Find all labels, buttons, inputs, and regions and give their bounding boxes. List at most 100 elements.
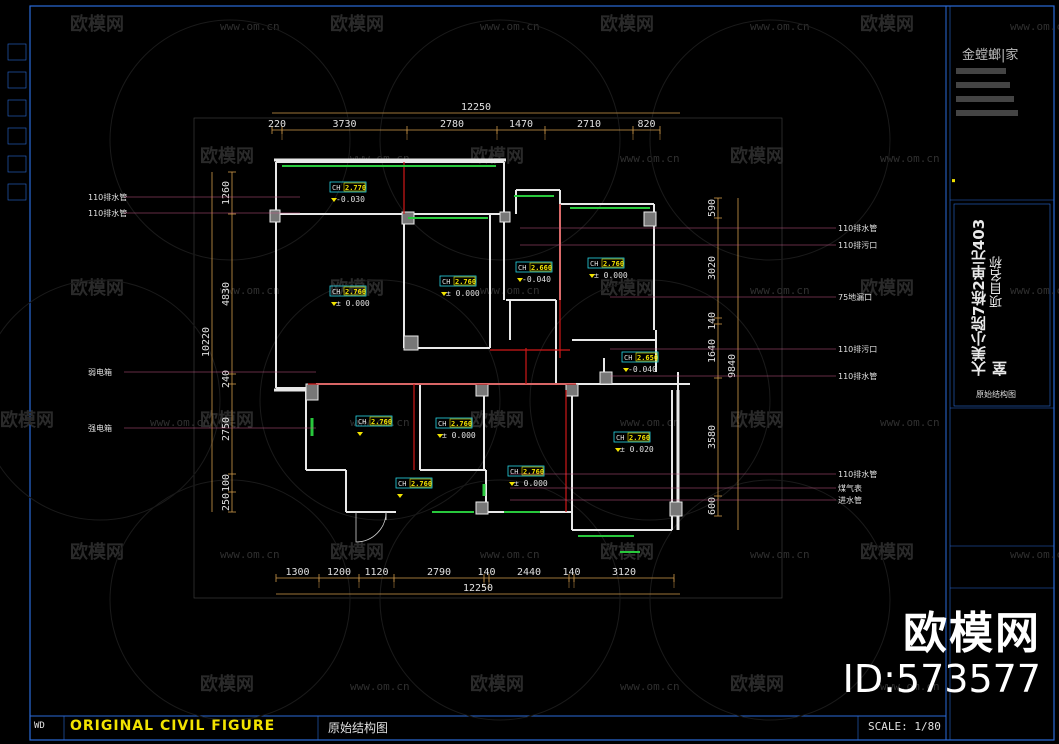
watermark-arc [259, 279, 501, 521]
dim-left-value: 250 [221, 493, 232, 511]
ch-tag-label: CH [332, 288, 340, 296]
watermark-brand-tile: 欧模网 [600, 13, 654, 35]
dim-top-value: 2780 [440, 119, 464, 130]
watermark-brand-tile: 欧模网 [70, 277, 124, 299]
leader-label-right: 110排水管 [838, 223, 877, 233]
dim-bottom-value: 140 [562, 567, 580, 578]
watermark-url-tile: www.om.cn [1010, 20, 1059, 33]
dim-top-value: 220 [268, 119, 286, 130]
watermark-brand-tile: 欧模网 [860, 541, 914, 563]
ch-tag-value-box [449, 418, 472, 428]
ch-tag-marker [615, 448, 621, 452]
watermark-brand-tile: 欧模网 [200, 673, 254, 695]
legend-box [7, 43, 27, 61]
tb-dot: ■ [952, 178, 955, 184]
watermark-arc [379, 479, 621, 721]
ch-tag-marker [331, 302, 337, 306]
ch-tag-value: 2.760 [603, 260, 624, 268]
watermark-brand-tile: 欧模网 [860, 13, 914, 35]
ch-tag-value-box [635, 352, 658, 362]
watermark-arc [109, 479, 351, 721]
column [305, 383, 319, 401]
ch-tag-value: 2.760 [455, 278, 476, 286]
leader-label-right: 110排水管 [838, 469, 877, 479]
watermark-url-tile: www.om.cn [220, 20, 280, 33]
ch-tag-box [329, 285, 367, 297]
ch-tag-value: 2.660 [531, 264, 552, 272]
column [669, 501, 683, 517]
ch-tag-value-box [627, 432, 650, 442]
dim-right-overall: 9840 [727, 354, 738, 378]
watermark-brand-tile: 欧模网 [330, 541, 384, 563]
watermark-id: ID:573577 [842, 657, 1041, 701]
project-name-block: 大美小院7栋2单元403室 项目名称 [968, 216, 1009, 376]
dim-top-value: 1470 [509, 119, 533, 130]
column [403, 335, 419, 351]
watermark-url-tile: www.om.cn [220, 284, 280, 297]
ch-tag-elev: -0.040 [628, 365, 657, 374]
watermark-url-tile: www.om.cn [750, 20, 810, 33]
watermark-url-tile: www.om.cn [620, 416, 680, 429]
watermark-brand-tile: 欧模网 [860, 277, 914, 299]
watermark-url-tile: www.om.cn [620, 152, 680, 165]
watermark-arc [0, 279, 221, 521]
dim-right-value: 3580 [707, 425, 718, 449]
watermark-brand-tile: 欧模网 [0, 409, 54, 431]
dim-right-value: 140 [707, 312, 718, 330]
leader-label-right: 110排污口 [838, 240, 877, 250]
ch-tag-value-box [529, 262, 552, 272]
watermark-url-tile: www.om.cn [1010, 548, 1059, 561]
ch-tag-marker [441, 292, 447, 296]
ch-tag-label: CH [590, 260, 598, 268]
leader-label-right: 110排水管 [838, 371, 877, 381]
ch-tag-value-box [369, 416, 392, 426]
ch-tag-label: CH [332, 184, 340, 192]
dim-right-value: 1640 [707, 339, 718, 363]
leader-label-right: 煤气表 [838, 483, 862, 493]
ch-tag-elev: ± 0.000 [336, 299, 370, 308]
ch-tag-value: 2.760 [523, 468, 544, 476]
dim-bottom-value: 2440 [517, 567, 541, 578]
dim-left-value: 240 [221, 370, 232, 388]
column [643, 211, 657, 227]
ch-tag-box [435, 417, 473, 429]
leader-label-right: 75地漏口 [838, 292, 872, 302]
ch-tag-value: 2.760 [411, 480, 432, 488]
ch-tag-box [621, 351, 659, 363]
ch-tag-value: 2.770 [345, 184, 366, 192]
ch-tag-box [613, 431, 651, 443]
watermark-url-tile: www.om.cn [150, 416, 210, 429]
dim-top-value: 820 [637, 119, 655, 130]
dim-left-value: 4830 [221, 282, 232, 306]
ch-tag-value: 2.650 [637, 354, 658, 362]
dim-left-value: 2750 [221, 417, 232, 441]
watermark-arc [379, 19, 621, 261]
ch-tag-label: CH [510, 468, 518, 476]
dim-bottom-value: 1200 [327, 567, 351, 578]
watermark-brand-tile: 欧模网 [330, 277, 384, 299]
ch-tag-marker [437, 434, 443, 438]
ch-tag-label: CH [438, 420, 446, 428]
ch-tag-elev: ± 0.020 [620, 445, 654, 454]
watermark-brand-tile: 欧模网 [200, 145, 254, 167]
tb-filler [956, 68, 1006, 74]
column [475, 383, 489, 397]
dim-top-value: 3730 [332, 119, 356, 130]
watermark-brand-tile: 欧模网 [70, 541, 124, 563]
watermark-brand-tile: 欧模网 [470, 673, 524, 695]
watermark-brand-tile: 欧模网 [330, 13, 384, 35]
ch-tag-value-box [521, 466, 544, 476]
watermark-url-tile: www.om.cn [480, 548, 540, 561]
leader-label-left: 110排水管 [88, 192, 127, 202]
tb-filler [956, 96, 1014, 102]
dim-bottom-value: 3120 [612, 567, 636, 578]
legend-box [7, 155, 27, 173]
ch-tag-box [507, 465, 545, 477]
dim-overall-bottom: 12250 [463, 583, 493, 594]
watermark-url-tile: www.om.cn [350, 680, 410, 693]
ch-tag-box [355, 415, 393, 427]
watermark-url-tile: www.om.cn [880, 680, 940, 693]
dim-left-value: 100 [221, 474, 232, 492]
dim-left-value: 1260 [221, 181, 232, 205]
